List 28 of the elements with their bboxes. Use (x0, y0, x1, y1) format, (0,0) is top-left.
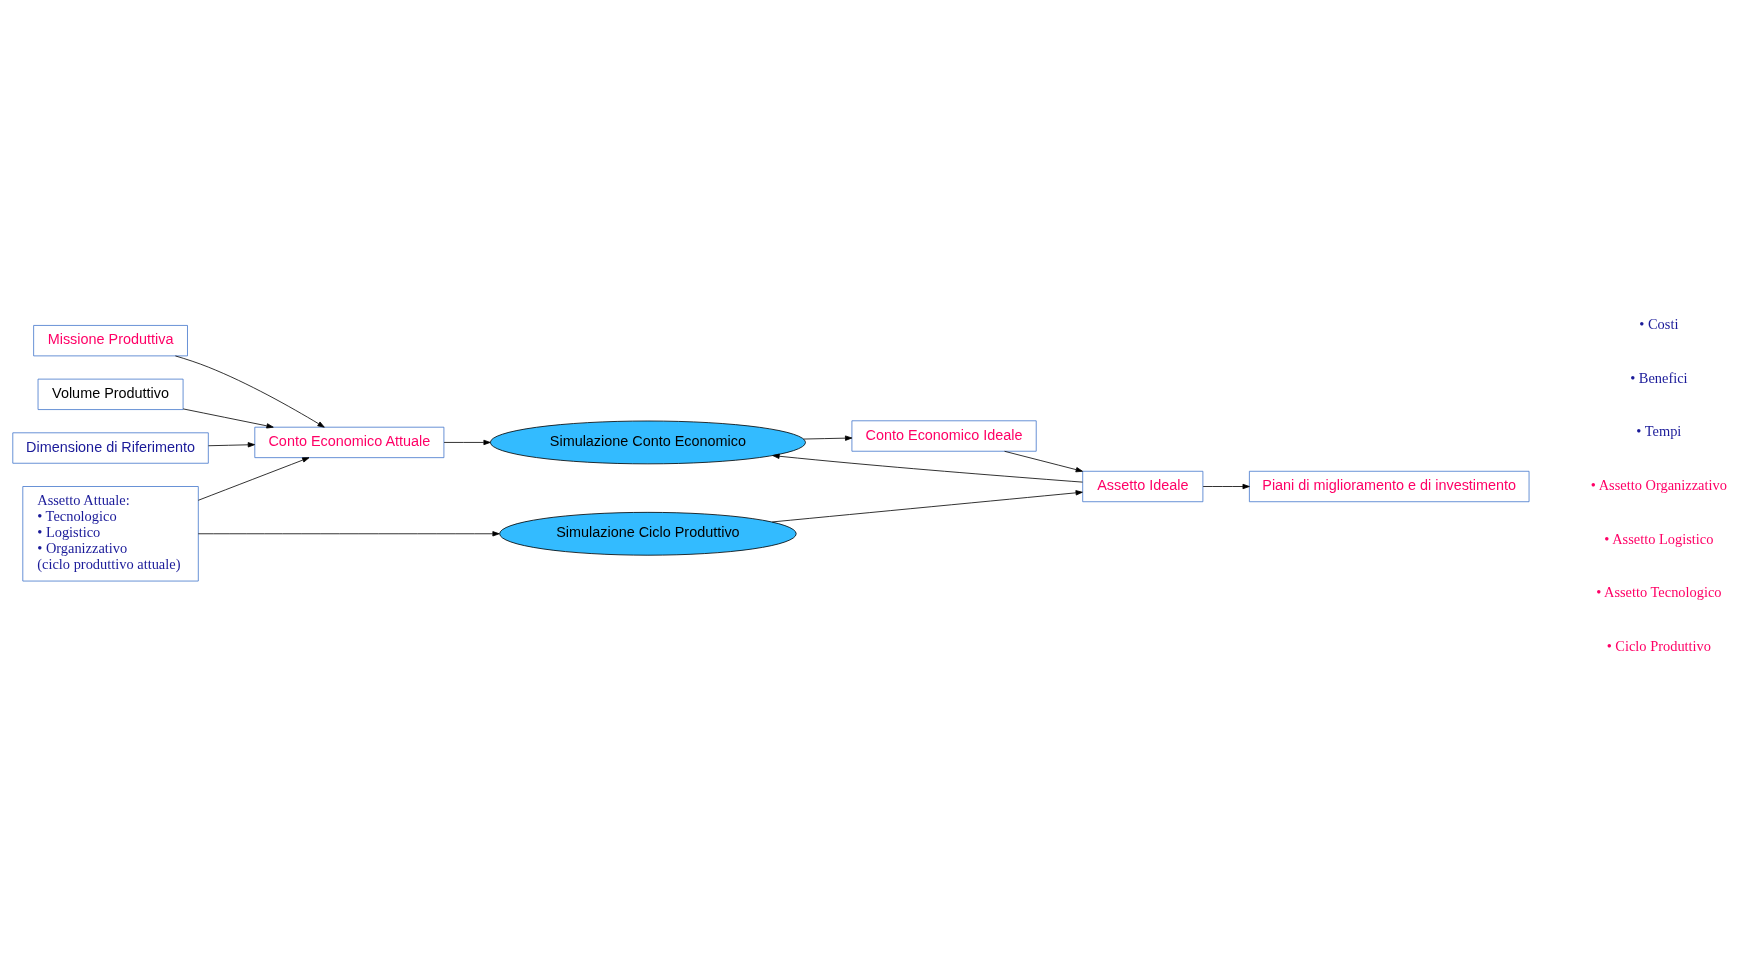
node-box: Conto Economico Ideale (851, 419, 1037, 452)
node-box: Piani di miglioramento e di investimento (1249, 470, 1530, 502)
label: • Benefici (1630, 369, 1688, 386)
label: • Assetto Organizzativo (1590, 476, 1727, 493)
node-box: Assetto Ideale (1082, 470, 1204, 502)
arrow (208, 441, 255, 447)
arrow (1004, 450, 1083, 472)
label: • Ciclo Produttivo (1606, 637, 1712, 654)
node-box: Assetto Attuale: • Tecnologico • Logistico • Organizzativo (ciclo produttivo attuale) (22, 485, 199, 581)
node-box: Volume Produttivo (37, 378, 184, 410)
node-box: Conto Economico Attuale (254, 426, 445, 458)
arrow (771, 489, 1083, 522)
arrow (182, 408, 274, 428)
node-box: Dimensione di Riferimento (12, 431, 209, 464)
arrow (772, 453, 1083, 482)
node-ellipse: Simulazione Ciclo Produttivo (499, 511, 797, 556)
arrow (175, 355, 325, 428)
label: • Assetto Logistico (1604, 530, 1714, 547)
arrow (197, 456, 310, 501)
label: • Tempi (1636, 422, 1682, 439)
arrow (443, 439, 491, 445)
label: • Assetto Tecnologico (1596, 583, 1722, 600)
label: • Costi (1639, 315, 1679, 332)
node-ellipse: Simulazione Conto Economico (489, 420, 806, 464)
arrow (1202, 483, 1250, 489)
arrow (803, 435, 853, 441)
node-box: Missione Produttiva (33, 324, 188, 356)
arrow (197, 530, 500, 536)
